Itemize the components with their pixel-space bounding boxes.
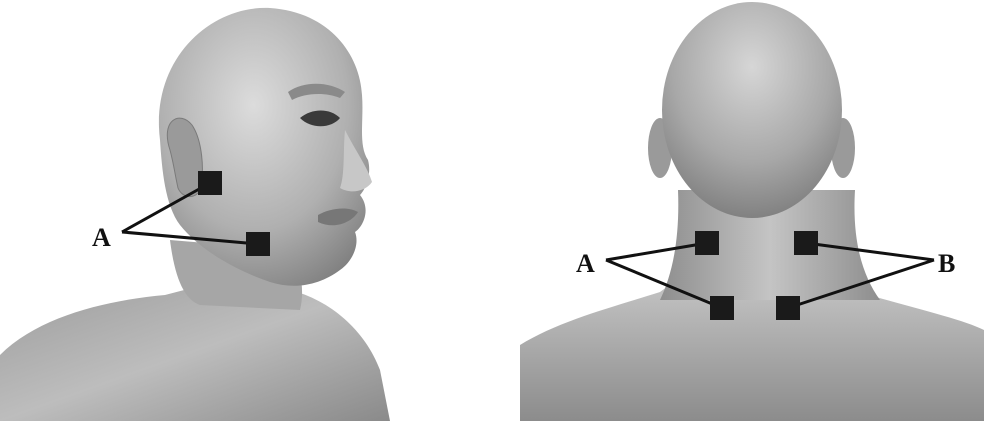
side-view-figure: A — [0, 8, 390, 421]
back-head — [662, 2, 842, 218]
back-electrode-b-upper — [794, 231, 818, 255]
side-electrode-ear — [198, 171, 222, 195]
side-electrode-jaw — [246, 232, 270, 256]
back-label-b: B — [938, 249, 955, 278]
back-view-figure: A B — [520, 2, 984, 421]
back-electrode-a-upper — [695, 231, 719, 255]
side-label-a: A — [92, 223, 111, 252]
side-torso — [0, 282, 390, 421]
back-electrode-a-lower — [710, 296, 734, 320]
back-label-a: A — [576, 249, 595, 278]
back-electrode-b-lower — [776, 296, 800, 320]
